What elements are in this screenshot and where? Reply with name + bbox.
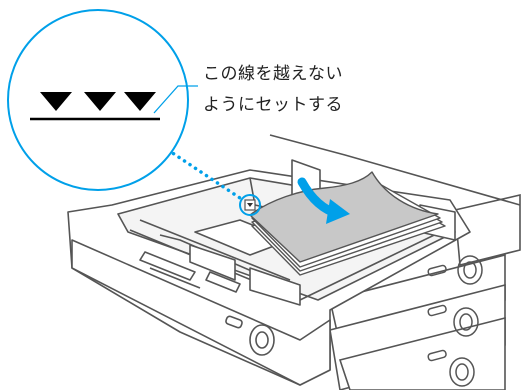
lower-handles (427, 255, 483, 387)
limit-indicator (239, 194, 261, 216)
paper-stack (249, 171, 446, 276)
leader-dotted-line (166, 148, 242, 200)
curved-arrow-icon (297, 177, 350, 224)
instruction-line-2: ようにセットする (203, 95, 343, 115)
instruction-line-1: この線を越えない (203, 64, 343, 84)
triangle-down-icon (40, 92, 156, 111)
machine-side (269, 134, 521, 267)
magnifier-circle (7, 9, 189, 191)
callout-leader (153, 85, 198, 114)
